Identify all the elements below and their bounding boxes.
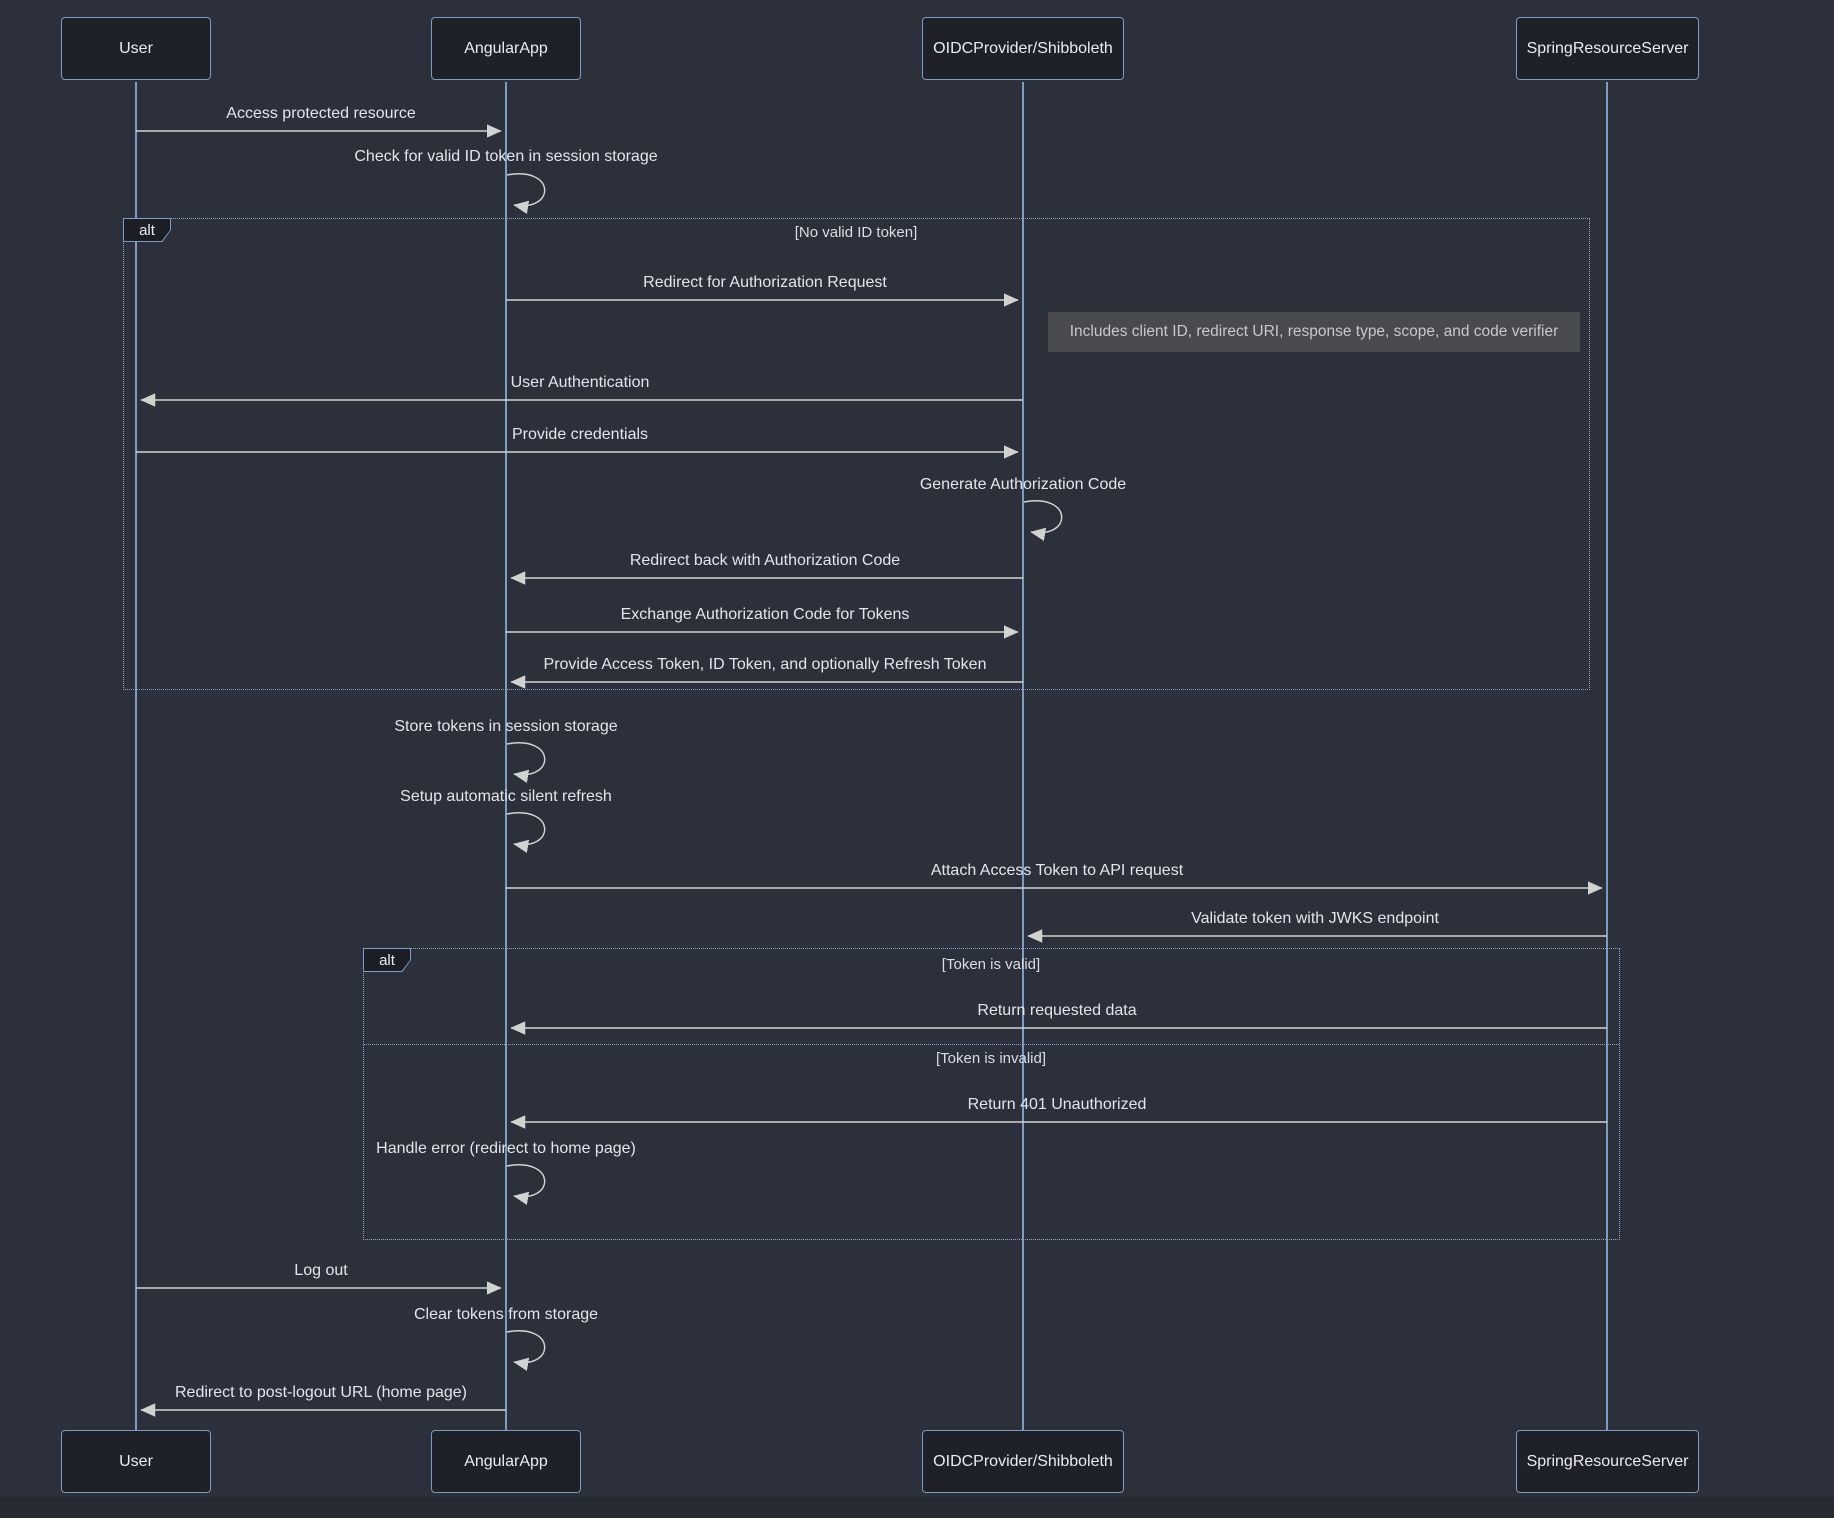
actor-bottom-springresourceserver: SpringResourceServer xyxy=(1516,1430,1699,1493)
message-label: Clear tokens from storage xyxy=(413,1306,599,1323)
alt-block-token-validity: alt xyxy=(363,948,1620,1240)
actor-top-springresourceserver: SpringResourceServer xyxy=(1516,17,1699,80)
actor-bottom-angularapp: AngularApp xyxy=(431,1430,581,1493)
actor-top-angularapp: AngularApp xyxy=(431,17,581,80)
message-label: Redirect back with Authorization Code xyxy=(629,552,901,569)
alt-block-no-valid-token: alt xyxy=(123,218,1590,690)
selfloop-store-tokens xyxy=(506,742,546,783)
actor-bottom-user: User xyxy=(61,1430,211,1493)
alt-keyword-label: alt xyxy=(364,949,410,971)
selfloop-handle-error xyxy=(506,1164,546,1205)
actor-bottom-oidcprovider: OIDCProvider/Shibboleth xyxy=(922,1430,1124,1493)
alt-condition: [Token is valid] xyxy=(941,956,1041,973)
alt-keyword-label: alt xyxy=(124,219,170,241)
alt-else-divider xyxy=(364,1044,1619,1045)
message-label: Provide Access Token, ID Token, and opti… xyxy=(543,656,987,673)
alt-condition: [No valid ID token] xyxy=(794,224,918,241)
selfloop-clear-tokens xyxy=(506,1330,546,1371)
diagram-bottom-margin xyxy=(0,1497,1834,1518)
message-label: Handle error (redirect to home page) xyxy=(376,1140,636,1157)
message-label: Store tokens in session storage xyxy=(394,718,618,735)
message-label: Access protected resource xyxy=(226,105,416,122)
message-label: Redirect for Authorization Request xyxy=(643,274,887,291)
alt-keyword-tab: alt xyxy=(123,218,171,242)
alt-condition: [Token is invalid] xyxy=(935,1050,1047,1067)
message-label: Setup automatic silent refresh xyxy=(400,788,612,805)
message-label: Provide credentials xyxy=(511,426,649,443)
message-label: Return 401 Unauthorized xyxy=(967,1096,1147,1113)
selfloop-silent-refresh xyxy=(506,812,546,853)
alt-keyword-tab: alt xyxy=(363,948,411,972)
actor-top-user: User xyxy=(61,17,211,80)
message-label: Generate Authorization Code xyxy=(919,476,1127,493)
message-label: Exchange Authorization Code for Tokens xyxy=(620,606,910,623)
message-label: Check for valid ID token in session stor… xyxy=(354,148,658,165)
message-label: Attach Access Token to API request xyxy=(930,862,1184,879)
message-label: Return requested data xyxy=(977,1002,1137,1019)
selfloop-generate-auth-code xyxy=(1023,500,1063,541)
message-label: Validate token with JWKS endpoint xyxy=(1191,910,1439,927)
message-label: Log out xyxy=(294,1262,348,1279)
note-authorization-request-details: Includes client ID, redirect URI, respon… xyxy=(1048,312,1580,352)
message-label: Redirect to post-logout URL (home page) xyxy=(175,1384,467,1401)
actor-top-oidcprovider: OIDCProvider/Shibboleth xyxy=(922,17,1124,80)
message-label: User Authentication xyxy=(510,374,650,391)
selfloop-check-id-token xyxy=(506,173,546,214)
